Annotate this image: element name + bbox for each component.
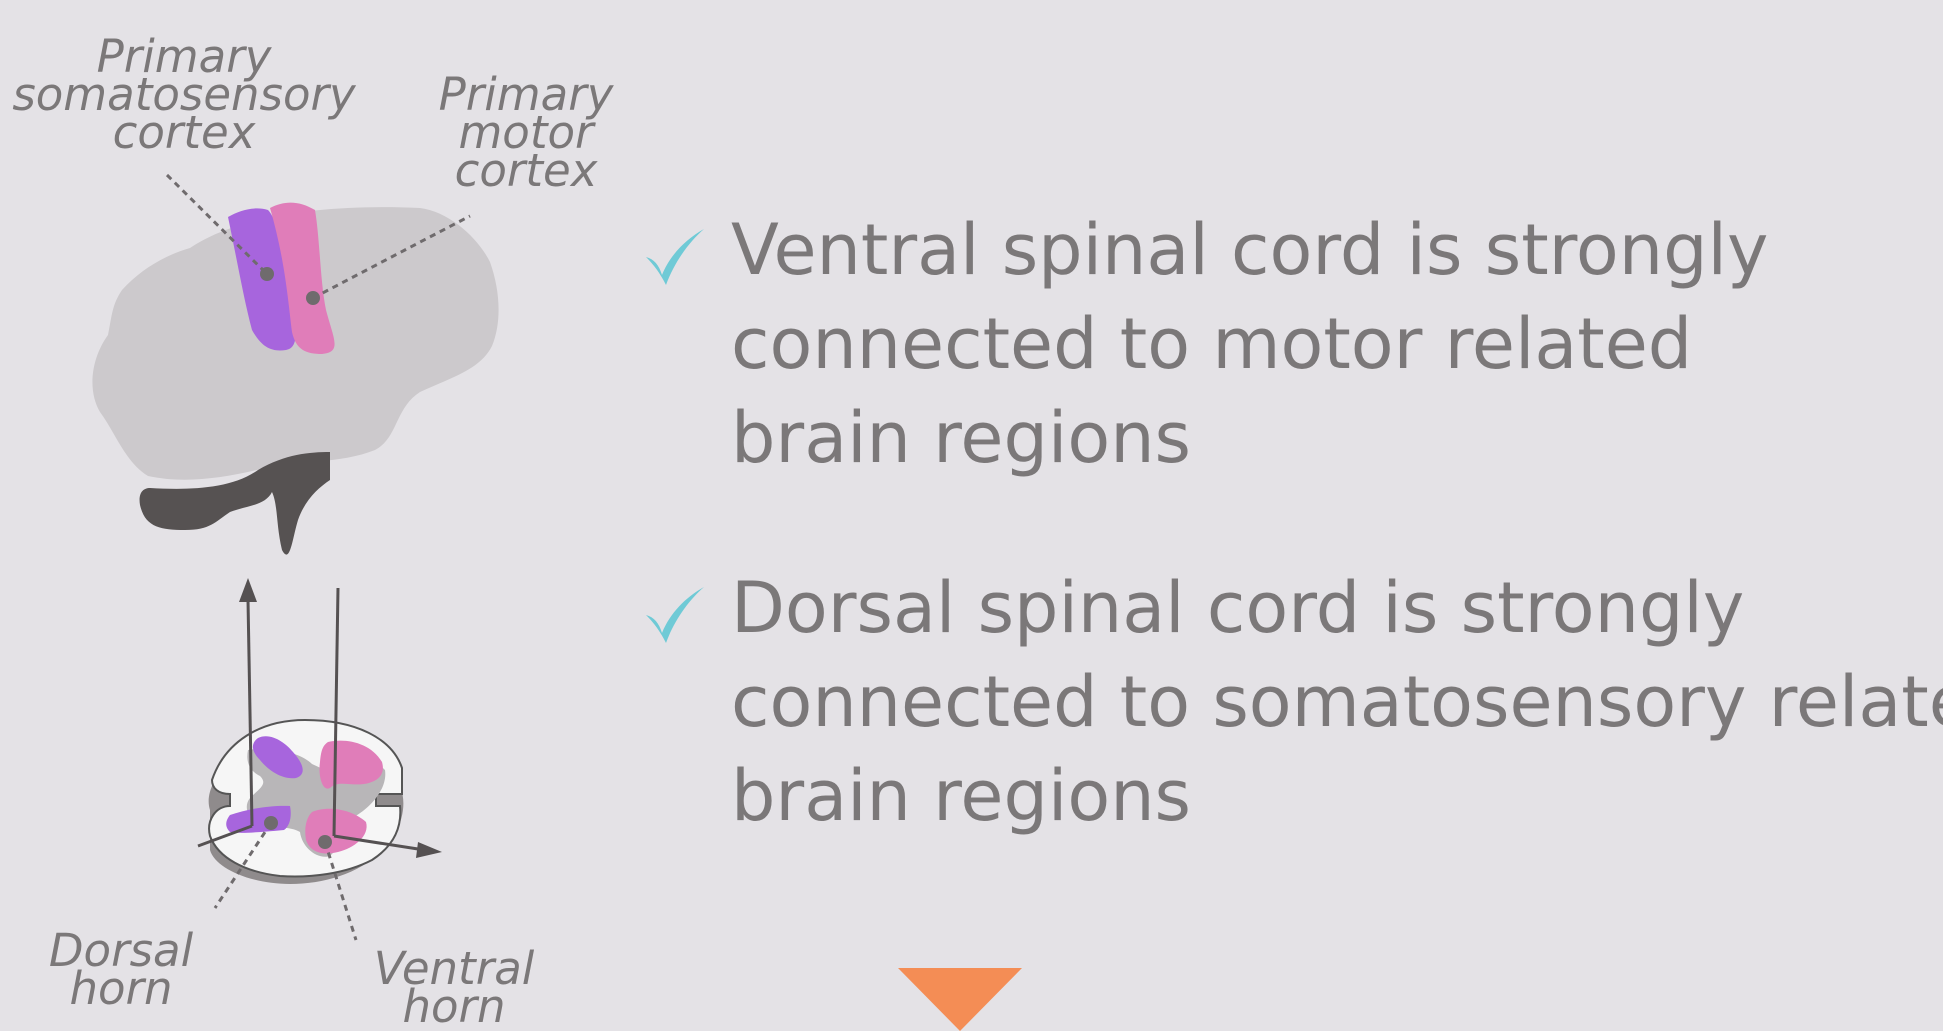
check-icon [644,227,708,287]
dorsal-pointer-dot [264,816,278,830]
brain-illustration [92,175,498,555]
bullet-text: Ventral spinal cord is strongly connecte… [731,203,1941,485]
bullet-line: Ventral spinal cord is strongly [731,203,1941,297]
bullet-line: connected to somatosensory related [731,655,1941,749]
bullet-ventral: Ventral spinal cord is strongly connecte… [640,203,1940,473]
bullet-line: Dorsal spinal cord is strongly [731,561,1941,655]
ventral-pointer-dot [318,835,332,849]
somatosensory-pointer-dot [260,267,274,281]
motor-cortex-label: Primary motor cortex [430,76,622,190]
check-icon [644,585,708,645]
triangle-down-icon [898,968,1022,1031]
dorsal-horn-label: Dorsal horn [40,932,202,1008]
bullet-text: Dorsal spinal cord is strongly connected… [731,561,1941,843]
bullet-line: connected to motor related [731,297,1941,391]
bullet-dorsal: Dorsal spinal cord is strongly connected… [640,561,1940,831]
bullet-line: brain regions [731,749,1941,843]
somatosensory-cortex-label: Primary somatosensory cortex [2,38,366,152]
bullet-line: brain regions [731,391,1941,485]
motor-pointer-dot [306,291,320,305]
ascending-arrow-head [239,578,257,602]
ventral-horn-label: Ventral horn [365,950,543,1026]
motor-output-arrow-head [416,842,442,858]
spinal-cord-illustration [198,578,442,940]
label-line: cortex [430,152,622,190]
